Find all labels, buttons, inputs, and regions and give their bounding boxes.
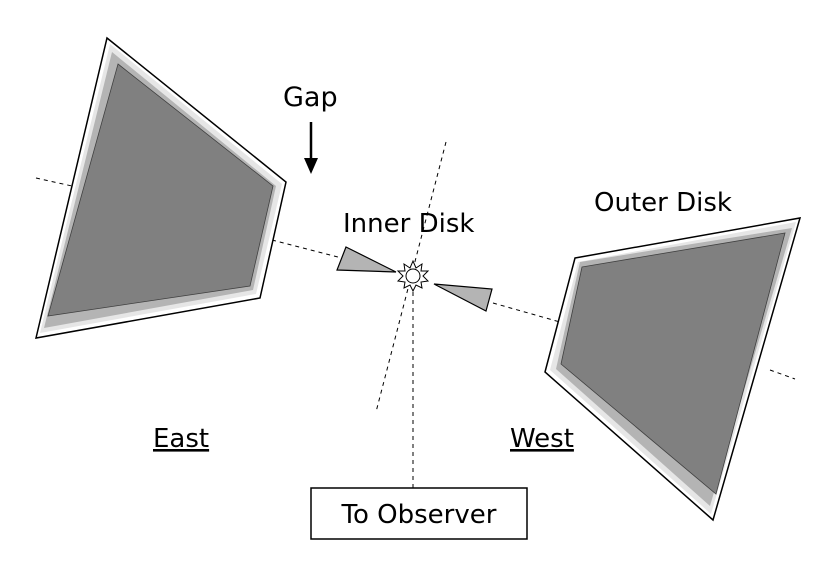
star-icon — [396, 259, 430, 293]
axis-segment-west-inner — [492, 302, 561, 323]
label-gap: Gap — [283, 82, 338, 113]
inner-disk-east — [336, 246, 397, 273]
label-east: East — [153, 424, 209, 454]
label-west: West — [510, 424, 574, 454]
disk-midplane-axis — [35, 177, 796, 380]
axis-segment-east-outer — [35, 177, 73, 187]
gap-arrow-icon — [304, 122, 318, 174]
axis-segment-east-inner — [271, 239, 339, 258]
outer-disk-west — [544, 217, 802, 522]
label-to-observer: To Observer — [341, 500, 497, 530]
label-outer-disk: Outer Disk — [594, 188, 732, 218]
outer-disk-east — [35, 36, 287, 339]
axis-segment-west-outer — [769, 369, 796, 380]
inner-disk-west — [433, 283, 493, 312]
to-observer-box — [310, 487, 528, 540]
label-inner-disk: Inner Disk — [343, 209, 474, 239]
